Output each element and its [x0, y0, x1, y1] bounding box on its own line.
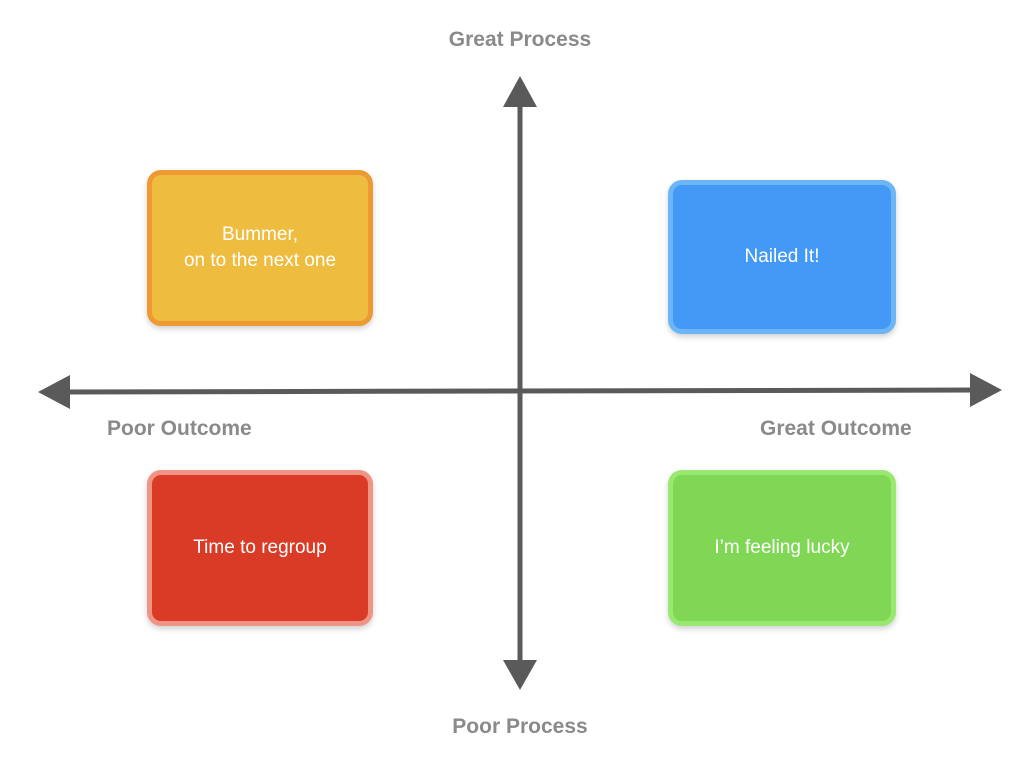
quadrant-feeling-lucky: I’m feeling lucky [668, 470, 896, 626]
poor-outcome-label: Poor Outcome [107, 417, 252, 440]
great-outcome-label: Great Outcome [760, 417, 912, 440]
quadrant-nailed-it-text: Nailed It! [744, 246, 820, 268]
great-process-label: Great Process [448, 28, 592, 51]
quadrant-bummer-text: Bummer, on to the next one [183, 224, 337, 271]
quadrant-bummer: Bummer, on to the next one [147, 170, 373, 326]
quadrant-feeling-lucky-text: I’m feeling lucky [714, 537, 850, 559]
poor-process-label: Poor Process [452, 715, 588, 738]
arrow-left-icon [38, 375, 70, 409]
quadrant-time-to-regroup: Time to regroup [147, 470, 373, 626]
arrow-up-icon [503, 76, 537, 107]
quadrant-time-to-regroup-text: Time to regroup [193, 537, 327, 559]
quadrant-nailed-it: Nailed It! [668, 180, 896, 334]
arrow-down-icon [503, 660, 537, 690]
arrow-right-icon [970, 373, 1002, 407]
